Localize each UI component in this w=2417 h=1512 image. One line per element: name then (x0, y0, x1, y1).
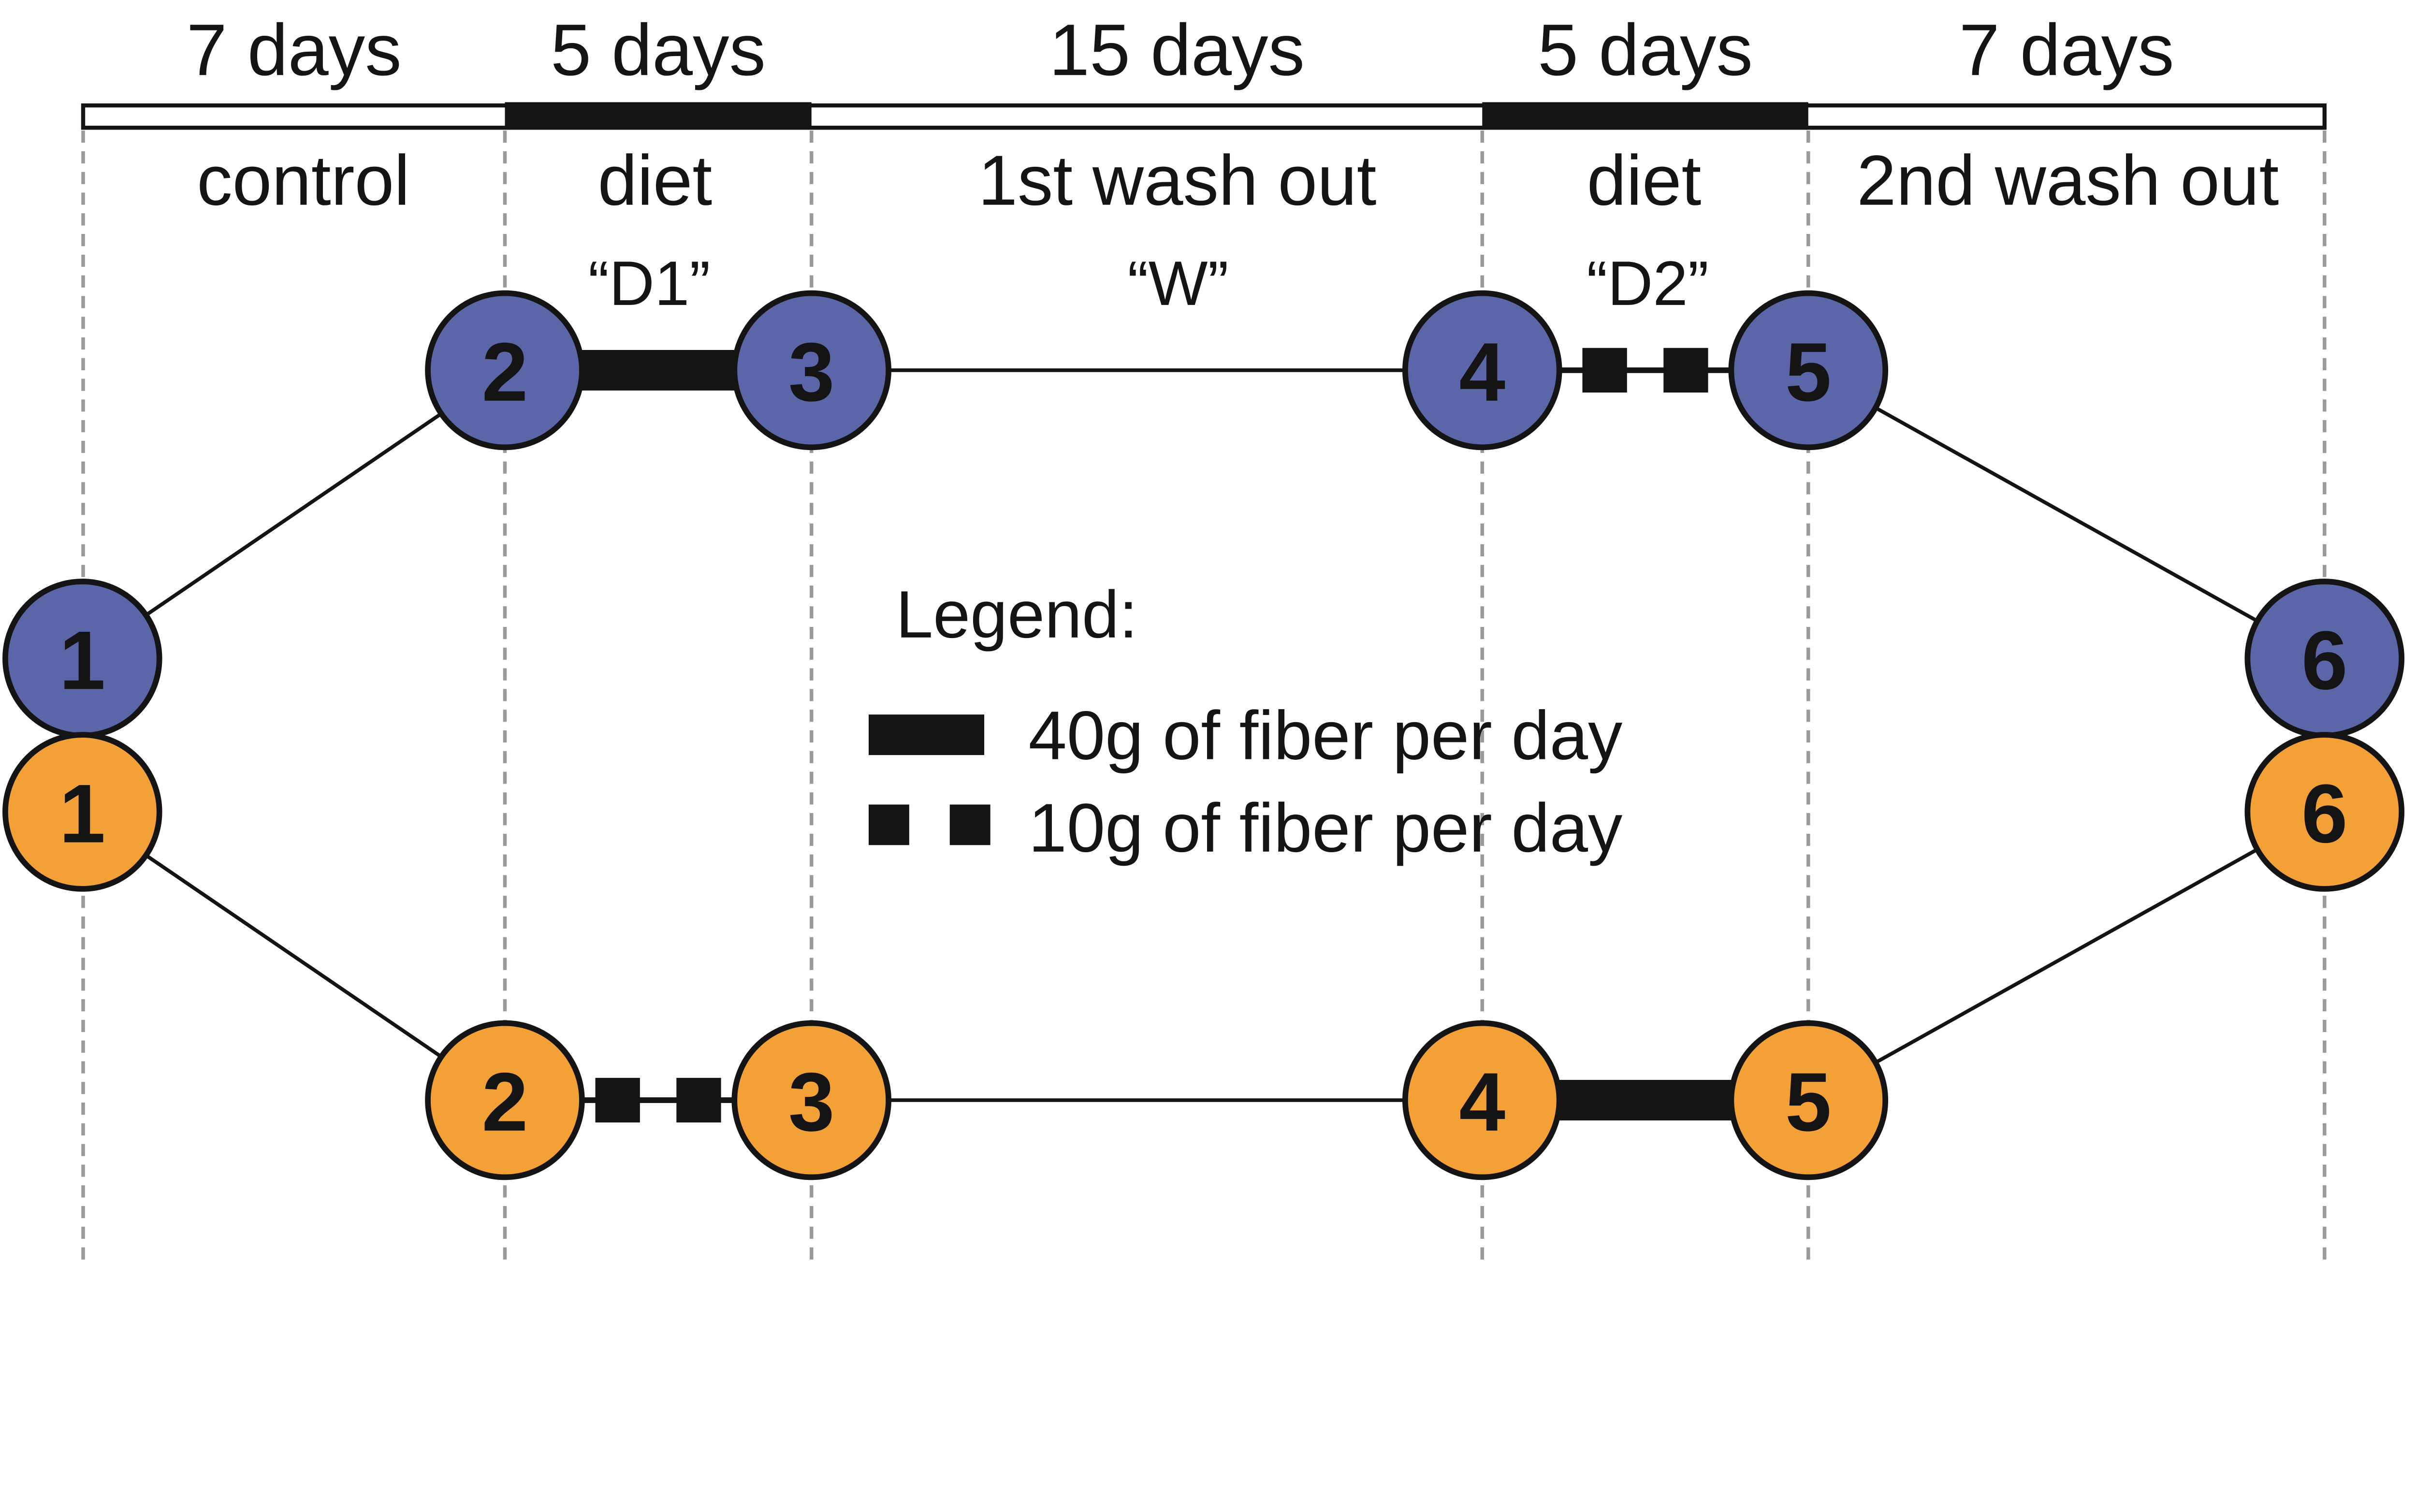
phase-label-control: control (197, 141, 410, 220)
duration-label-diet2: 5 days (1538, 9, 1753, 90)
phase-code-labels: “D1” “W” “D2” (588, 248, 1709, 319)
phase-label-washout1: 1st wash out (978, 141, 1376, 220)
link-10g-bottom-square-1 (595, 1077, 640, 1123)
legend-title: Legend: (896, 578, 1137, 652)
phase-labels: control diet 1st wash out diet 2nd wash … (197, 141, 2279, 220)
node-bottom-4-label: 4 (1459, 1056, 1505, 1149)
node-top-4-label: 4 (1459, 326, 1505, 419)
connector-top-5-6 (1807, 368, 2326, 660)
node-bottom-6 (2244, 732, 2404, 892)
code-label-w: “W” (1127, 248, 1228, 319)
duration-label-diet1: 5 days (551, 9, 766, 90)
node-top-2 (425, 290, 585, 451)
duration-label-washout1: 15 days (1049, 9, 1305, 90)
duration-label-control: 7 days (187, 9, 402, 90)
legend-label-40g: 40g of fiber per day (1029, 697, 1623, 774)
node-top-3 (731, 290, 891, 451)
node-top-4 (1402, 290, 1562, 451)
legend-swatch-10g-square-2 (949, 804, 990, 845)
phase-label-diet2: diet (1587, 141, 1702, 220)
phase-label-washout2: 2nd wash out (1857, 141, 2279, 220)
figure-canvas: 7 days 5 days 15 days 5 days 7 days cont… (2, 9, 2404, 1265)
timeline-bar-track (81, 103, 2327, 130)
code-label-d2: “D2” (1587, 248, 1709, 319)
node-top-3-label: 3 (788, 326, 835, 419)
phase-label-diet1: diet (598, 141, 713, 220)
node-top-1-label: 1 (59, 614, 105, 707)
node-bottom-2 (425, 1020, 585, 1180)
timeline-bar (81, 102, 2327, 130)
node-top-2-label: 2 (482, 326, 528, 419)
duration-label-washout2: 7 days (1959, 9, 2174, 90)
legend: Legend: 40g of fiber per day 10g of fibe… (868, 578, 1623, 867)
node-bottom-2-label: 2 (482, 1056, 528, 1149)
node-top-5-label: 5 (1785, 326, 1832, 419)
connector-bottom-1-2 (81, 810, 506, 1102)
link-10g-top-square-2 (1663, 348, 1708, 393)
timeline-diet2-segment (1482, 102, 1808, 130)
code-label-d1: “D1” (588, 248, 711, 319)
node-connectors (81, 368, 2326, 1102)
node-bottom-1 (2, 732, 162, 892)
node-bottom-5-label: 5 (1785, 1056, 1832, 1149)
node-bottom-5 (1728, 1020, 1889, 1180)
node-top-6-label: 6 (2301, 614, 2348, 707)
timeline-diet1-segment (505, 102, 812, 130)
node-bottom-1-label: 1 (59, 767, 105, 860)
connector-bottom-5-6 (1807, 810, 2326, 1102)
link-10g-top-square-1 (1582, 348, 1627, 393)
arm-top-nodes: 1 2 3 4 5 6 (2, 290, 2404, 739)
legend-label-10g: 10g of fiber per day (1029, 790, 1623, 867)
node-top-5 (1728, 290, 1889, 451)
connector-top-1-2 (81, 368, 506, 660)
link-10g-bottom-square-2 (676, 1077, 721, 1123)
legend-swatch-40g (868, 714, 985, 756)
node-bottom-6-label: 6 (2301, 767, 2348, 860)
node-bottom-4 (1402, 1020, 1562, 1180)
node-bottom-3-label: 3 (788, 1056, 835, 1149)
legend-swatch-10g-square-1 (868, 804, 909, 845)
links-10g (582, 348, 1732, 1123)
study-design-figure: 7 days 5 days 15 days 5 days 7 days cont… (2, 9, 2404, 1265)
arm-bottom-nodes: 1 2 3 4 5 6 (2, 732, 2404, 1180)
duration-labels: 7 days 5 days 15 days 5 days 7 days (187, 9, 2174, 90)
node-bottom-3 (731, 1020, 891, 1180)
